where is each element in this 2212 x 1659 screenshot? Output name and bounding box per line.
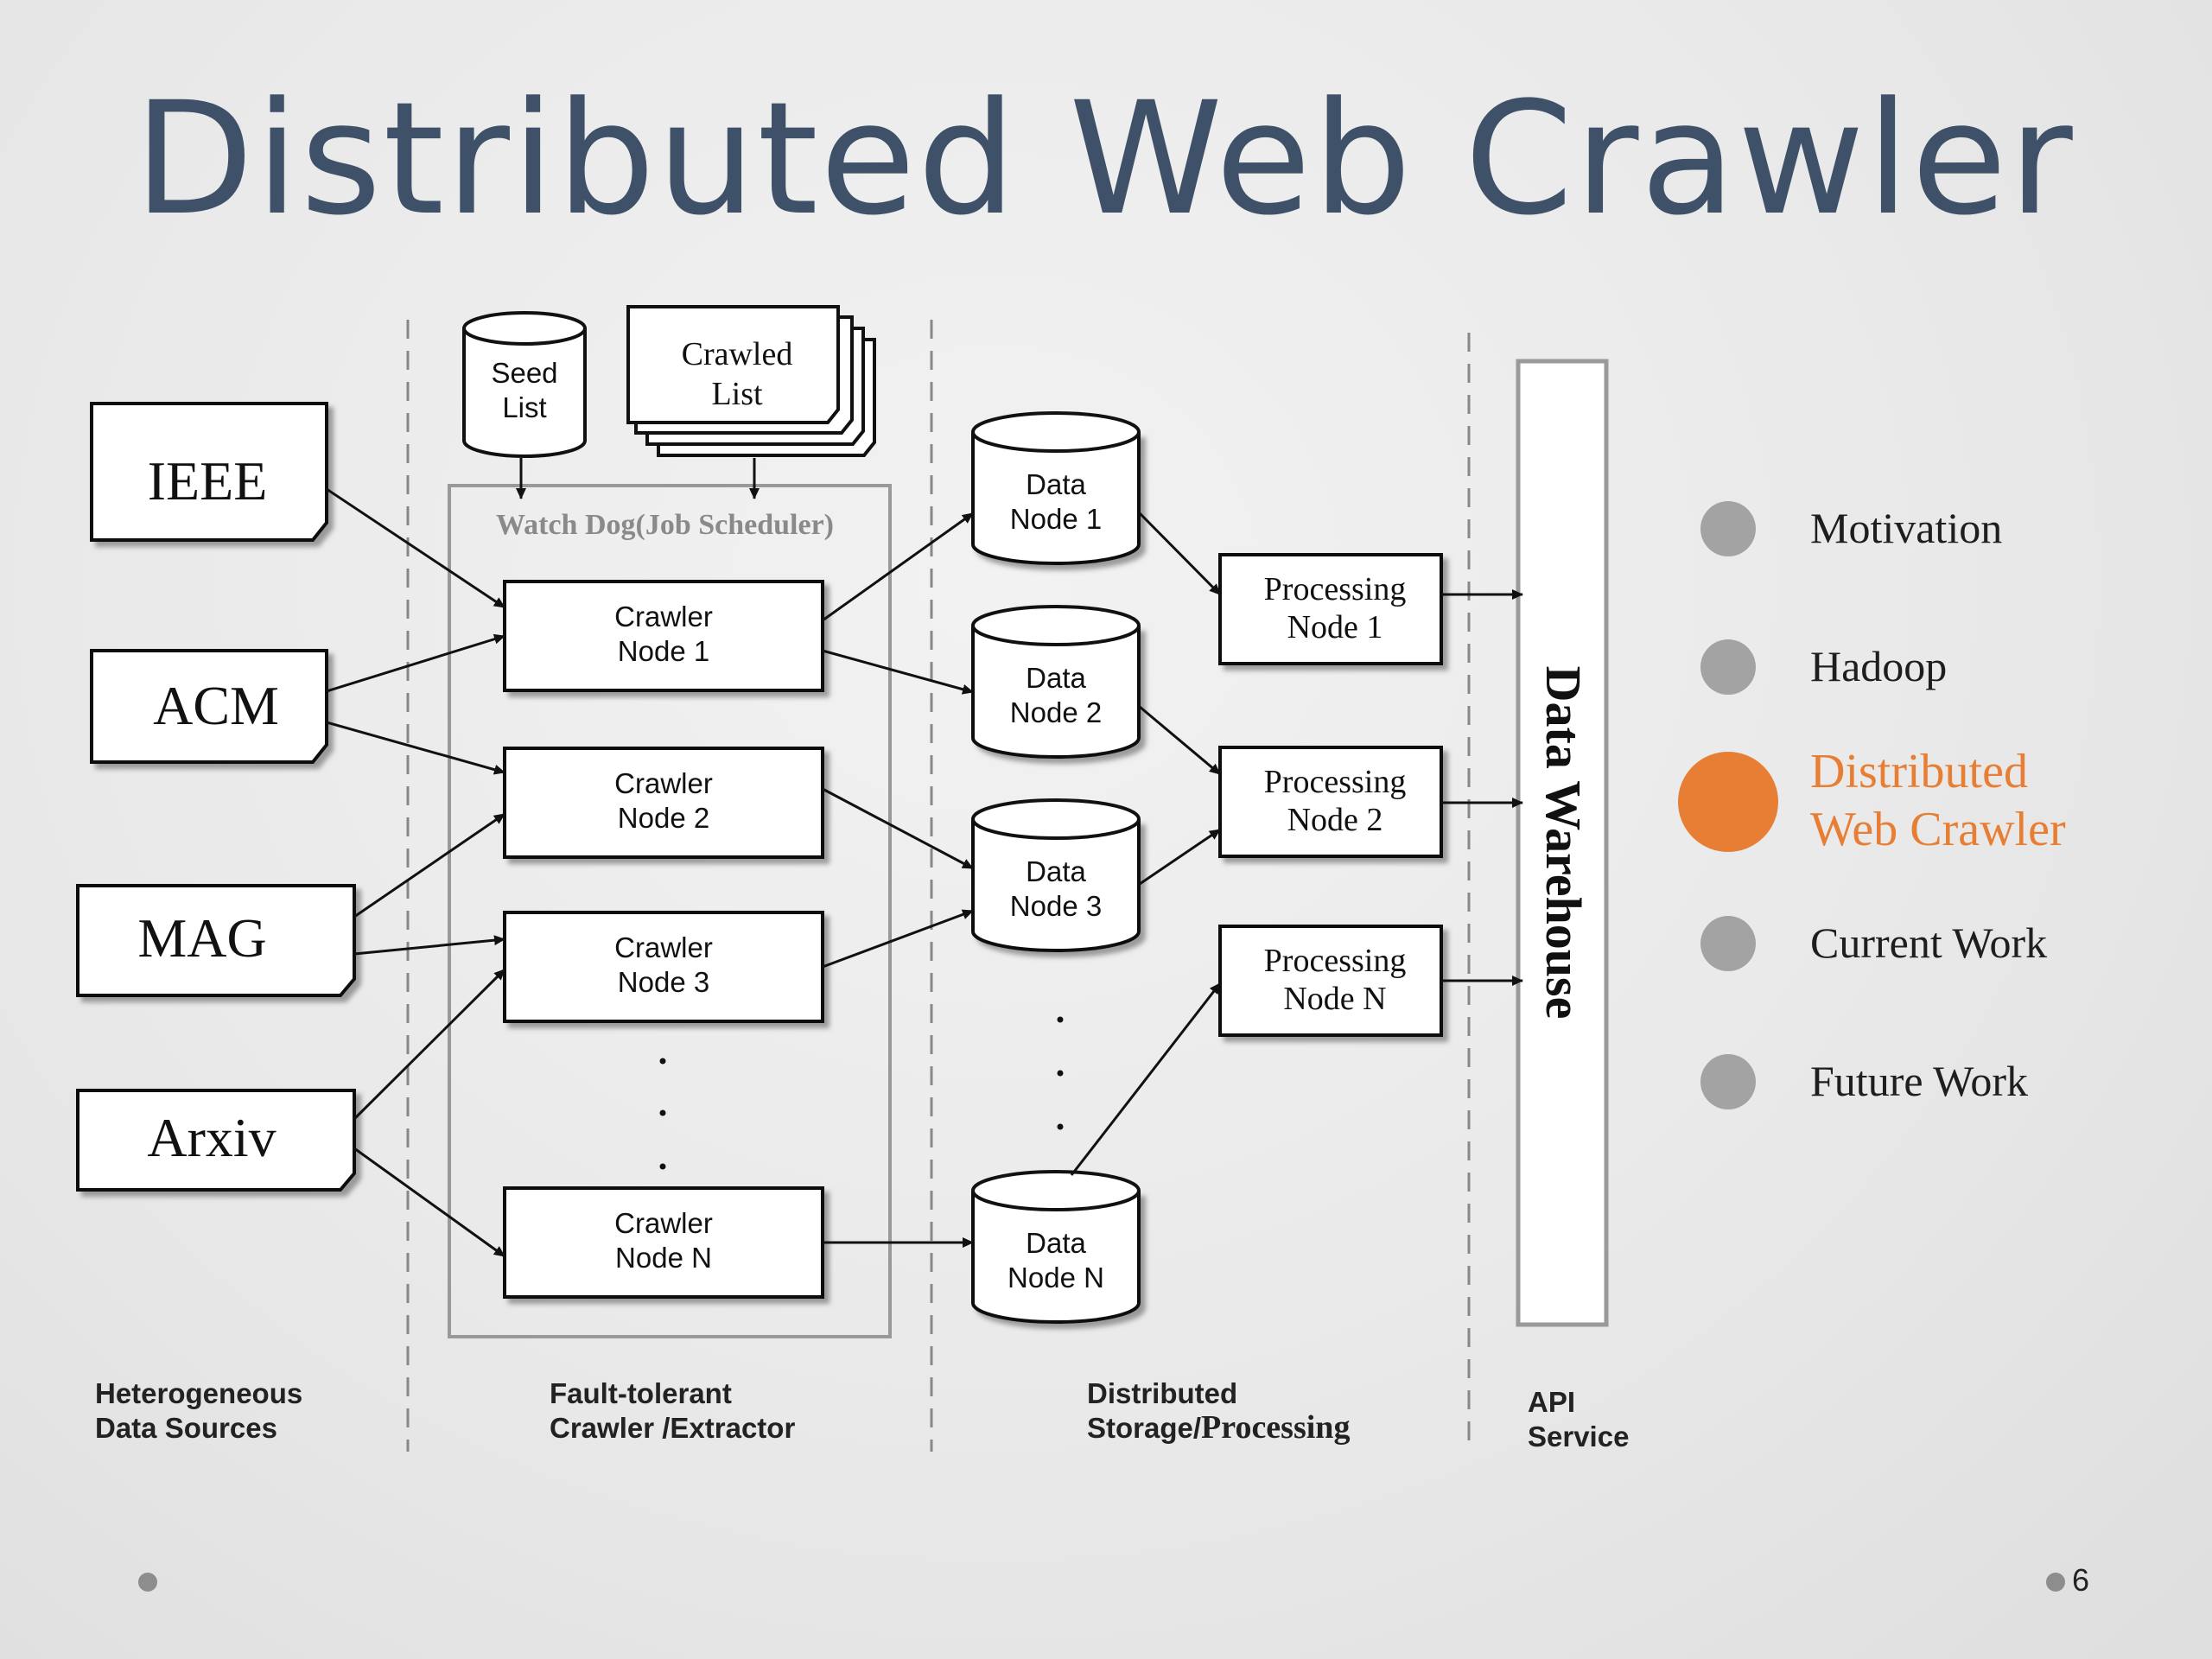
processing-node-label: Node 1 [1287,609,1383,645]
footer-dot-right [2046,1573,2065,1592]
crawled-list-line-1: Crawled [682,336,793,372]
data-node-label: Node N [1007,1262,1104,1294]
section-label: Service [1528,1421,1629,1452]
data-node-label: Data [1026,662,1086,694]
section-label: API [1528,1386,1575,1418]
ellipsis-dots [659,1016,1064,1170]
data-node-label: Node 2 [1010,696,1102,728]
data-node-label: Data [1026,855,1086,887]
data-warehouse: Data Warehouse [1516,359,1609,1327]
source-label: ACM [153,675,279,736]
source-acm: ACM [90,649,328,764]
section-label: Storage/Processing [1087,1409,1350,1446]
processing-node-label: Processing [1264,571,1407,607]
menu-item-label[interactable]: Hadoop [1810,642,1948,690]
source-ieee: IEEE [90,402,328,542]
menu-item-label[interactable]: Current Work [1810,918,2048,967]
source-label: Arxiv [147,1107,276,1168]
menu-bullet-active [1678,752,1778,852]
architecture-diagram: Watch Dog(Job Scheduler) Seed List Crawl… [76,305,1629,1452]
crawler-node-label: Node N [615,1242,712,1274]
processing-node-label: Node 2 [1287,802,1383,838]
seed-list-line-2: List [502,391,546,423]
watchdog-container [448,484,892,1338]
processing-node-label: Processing [1264,943,1407,979]
menu-bullet [1700,916,1756,971]
crawler-node-label: Crawler [614,767,713,799]
connections [326,487,1523,1258]
section-label: Data Sources [95,1412,277,1444]
source-label: MAG [137,907,266,969]
crawler-node-label: Node 3 [618,966,709,998]
footer-dot-left [138,1573,157,1592]
menu-bullet [1700,501,1756,556]
data-warehouse-label: Data Warehouse [1535,666,1592,1020]
crawler-node-label: Crawler [614,931,713,963]
processing-node-label: Node N [1283,981,1386,1017]
crawler-node-label: Crawler [614,1207,713,1239]
section-label: Distributed [1087,1377,1237,1409]
data-node-label: Data [1026,468,1086,500]
crawled-list-stack: Crawled List [626,305,876,457]
menu-bullet [1700,639,1756,695]
seed-list-db: Seed List [462,311,587,458]
page-number: 6 [2072,1562,2090,1598]
watchdog-label: Watch Dog(Job Scheduler) [496,509,834,541]
section-label-part: Processing [1201,1409,1350,1446]
source-arxiv: Arxiv [76,1089,356,1192]
slide-title: Distributed Web Crawler [134,69,2075,250]
seed-list-line-1: Seed [491,357,557,389]
processing-node-label: Processing [1264,764,1407,800]
menu-item-label[interactable]: Future Work [1810,1057,2028,1105]
source-label: IEEE [148,450,268,512]
source-mag: MAG [76,884,356,997]
menu-bullet [1700,1054,1756,1109]
data-node-label: Data [1026,1227,1086,1259]
crawled-list-line-2: List [711,376,763,412]
section-label: Heterogeneous [95,1377,302,1409]
data-node-label: Node 3 [1010,890,1102,922]
menu-item-label[interactable]: Distributed Web Crawler [1810,745,2066,857]
section-label: Fault-tolerant [550,1377,732,1409]
section-label: Crawler /Extractor [550,1412,795,1444]
crawler-node-label: Crawler [614,601,713,632]
section-label-part: Storage/ [1087,1412,1201,1444]
crawler-node-label: Node 1 [618,635,709,667]
data-node-label: Node 1 [1010,503,1102,535]
menu-item-label[interactable]: Motivation [1810,504,2003,552]
crawler-node-label: Node 2 [618,802,709,834]
section-labels: Heterogeneous Data Sources Fault-toleran… [95,1377,1629,1452]
